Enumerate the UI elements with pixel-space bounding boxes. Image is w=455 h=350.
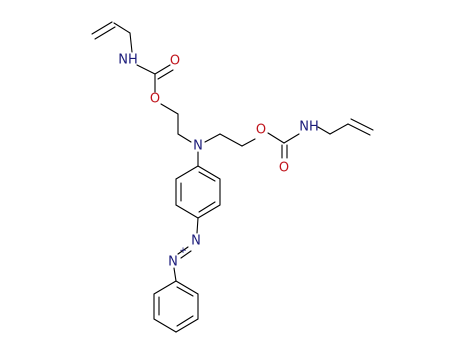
bond-ring1-1 <box>197 165 221 180</box>
bond-top-allyl-double-b <box>94 26 116 40</box>
atom-n-azo-upper: N <box>191 234 201 249</box>
bond-ring2-inner-1 <box>176 286 194 297</box>
bond-ncentral-right-ch2 <box>204 133 221 143</box>
bond-right-ch2-ch <box>329 123 349 135</box>
atom-nh-right: NH <box>299 120 319 135</box>
bond-azo-double-b <box>180 250 192 259</box>
bond-top-ch2-ncentral <box>177 133 192 143</box>
bond-ring1-4 <box>175 204 199 219</box>
bond-ring2-4 <box>153 318 177 333</box>
atom-label-group: O NH O N O NH O N + N <box>118 53 319 270</box>
bond-top-co-double-b <box>157 69 174 80</box>
bond-right-nh-ch2 <box>317 126 331 135</box>
bond-ring2-6 <box>153 280 177 295</box>
bond-right-oester-carbonyl <box>267 132 285 144</box>
bond-ring1-6 <box>175 165 199 180</box>
atom-o-right-ester: O <box>256 123 266 138</box>
bond-ring2-inner-2 <box>176 315 194 327</box>
atom-nh-top: NH <box>118 53 138 68</box>
bond-top-ch2-nh <box>129 32 133 53</box>
atom-o-right-carbonyl: O <box>279 161 289 176</box>
bond-right-allyl-double-a <box>347 123 371 136</box>
bond-top-oester-ch2 <box>160 103 179 115</box>
atom-n-azo-lower: N <box>168 255 178 270</box>
bond-right-ch2-oester <box>241 138 256 147</box>
bond-azo-ring2 <box>173 267 177 282</box>
bond-right-carbonyl-nh <box>283 133 300 144</box>
bond-top-nh-carbonyl <box>136 64 156 75</box>
bond-group <box>91 21 374 333</box>
atom-n-azo-plus: + <box>179 246 187 256</box>
atom-o-top-ester: O <box>150 92 160 107</box>
bond-ring1-inner-1 <box>198 171 216 182</box>
atom-n-central: N <box>193 139 203 154</box>
bond-ring2-1 <box>175 280 199 295</box>
bond-top-co-double-a <box>154 64 171 75</box>
bond-ring1-3 <box>197 204 221 219</box>
bond-right-ch2-ch2 <box>219 133 243 147</box>
bond-azo-double-a <box>177 246 189 255</box>
bond-right-allyl-double-b <box>350 118 374 131</box>
bond-top-allyl-double-a <box>91 21 113 35</box>
bond-ring2-3 <box>175 318 199 333</box>
bond-ring1-inner-2 <box>198 201 216 213</box>
bond-ring1-azo <box>196 217 199 234</box>
atom-o-top-carbonyl: O <box>170 54 180 69</box>
bond-top-allyl-single <box>113 22 131 34</box>
